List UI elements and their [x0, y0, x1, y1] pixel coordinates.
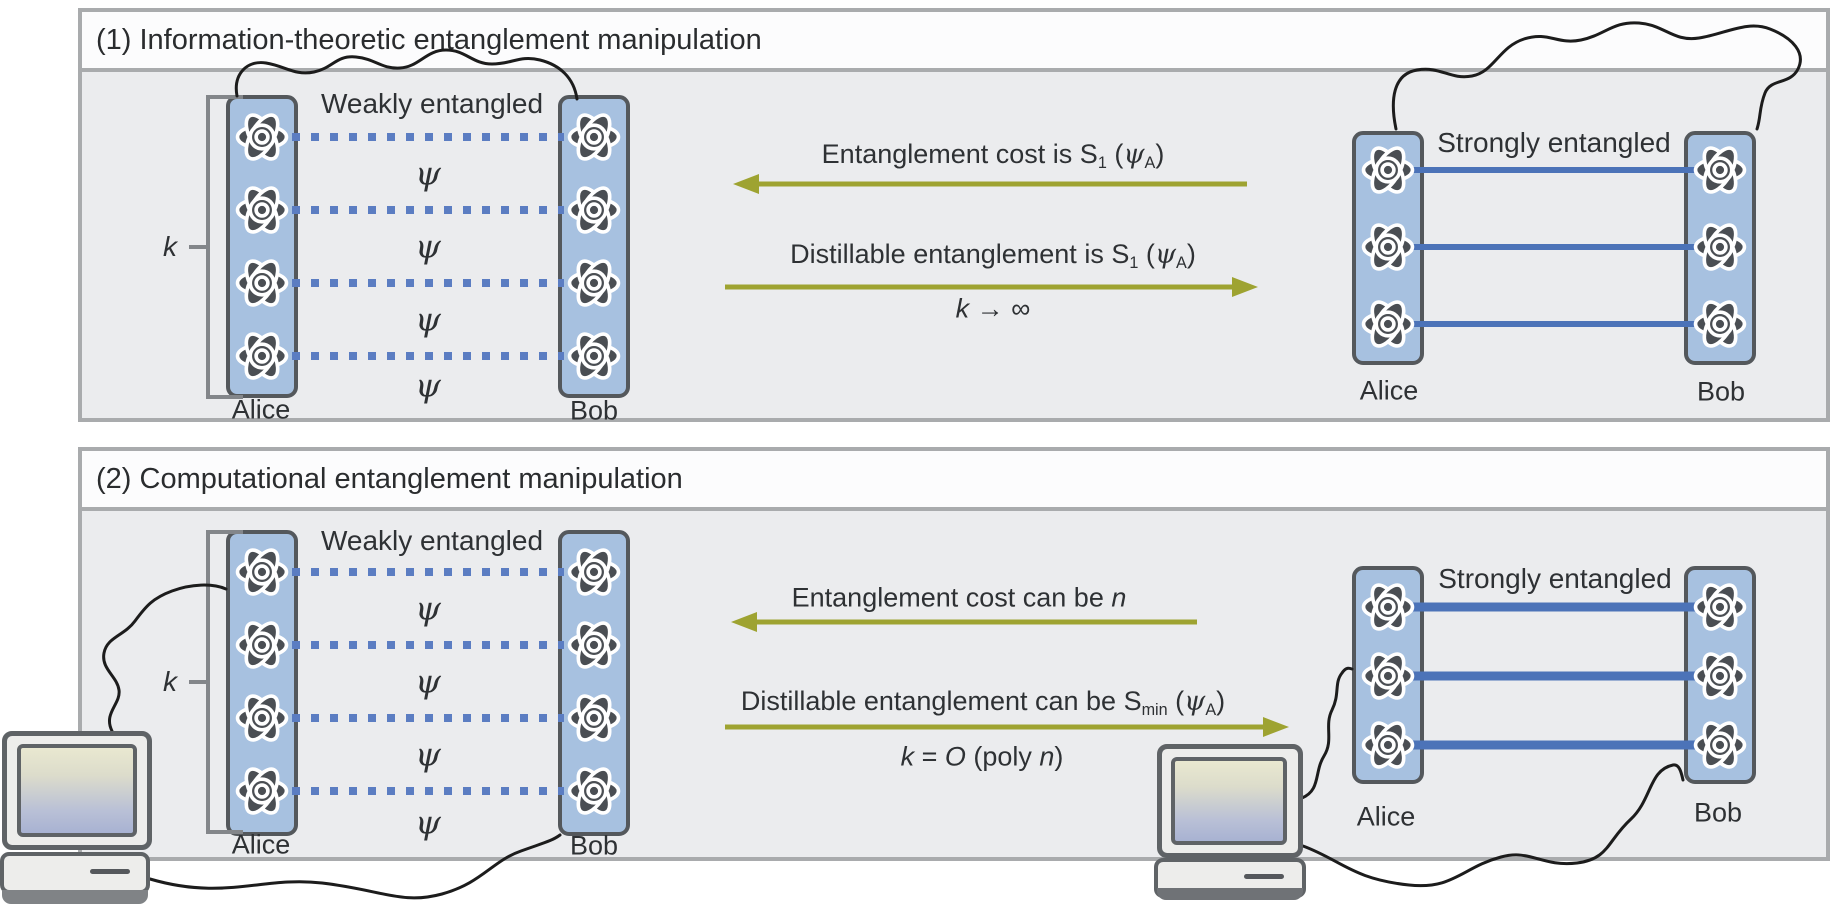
- p2-cost-label: Entanglement cost can be n: [791, 582, 1127, 613]
- p2-psi-2: ψ: [415, 661, 441, 701]
- p1-psi-4: ψ: [415, 365, 441, 405]
- p2-psi-1: ψ: [415, 588, 441, 628]
- p1-strong-alice-label: Alice: [1359, 375, 1419, 406]
- p2-weak-bob-label: Bob: [569, 830, 619, 861]
- p1-strong-alice-register: [1352, 131, 1424, 365]
- p1-strong-caption: Strongly entangled: [1437, 127, 1671, 158]
- p2-psi-3: ψ: [415, 734, 441, 774]
- p2-strong-alice-label: Alice: [1356, 801, 1416, 832]
- panel2-title: (2) Computational entanglement manipulat…: [96, 462, 683, 495]
- p2-psi-4: ψ: [415, 802, 441, 842]
- p2-limit-label: k = O (poly n): [900, 741, 1064, 772]
- p1-weak-alice-label: Alice: [231, 394, 291, 425]
- p1-cost-label: Entanglement cost is S1 (ψA): [821, 139, 1165, 172]
- p2-strong-alice-register: [1352, 566, 1424, 784]
- p1-weak-alice-register: [226, 95, 298, 398]
- computer-middle: [1154, 744, 1309, 904]
- p2-strong-bob-label: Bob: [1693, 797, 1743, 828]
- panel-information-theoretic: (1) Information-theoretic entanglement m…: [78, 8, 1830, 422]
- p1-psi-1: ψ: [415, 153, 441, 193]
- computer-left: [0, 731, 155, 909]
- p1-strong-bob-label: Bob: [1696, 376, 1746, 407]
- monitor-icon: [2, 731, 152, 850]
- p2-weak-alice-label: Alice: [231, 829, 291, 860]
- p1-strong-bob-register: [1684, 131, 1756, 365]
- p2-weak-bob-register: [558, 530, 630, 836]
- p2-weak-alice-register: [226, 530, 298, 836]
- keyboard-front: [1157, 888, 1303, 900]
- panel-computational: (2) Computational entanglement manipulat…: [78, 447, 1830, 861]
- monitor-icon: [1157, 744, 1303, 858]
- panel1-title: (1) Information-theoretic entanglement m…: [96, 23, 762, 56]
- screen: [1171, 757, 1287, 845]
- p2-strong-bob-register: [1684, 566, 1756, 784]
- p2-weak-caption: Weakly entangled: [320, 525, 544, 556]
- p1-psi-3: ψ: [415, 299, 441, 339]
- p1-limit-label: k → ∞: [955, 293, 1031, 324]
- p2-k-label: k: [163, 666, 177, 697]
- p1-psi-2: ψ: [415, 226, 441, 266]
- screen: [17, 744, 137, 837]
- p1-k-label: k: [163, 231, 177, 262]
- p2-strong-caption: Strongly entangled: [1438, 563, 1672, 594]
- keyboard-slot: [1244, 874, 1284, 879]
- keyboard: [0, 852, 150, 894]
- panel1-title-bar: (1) Information-theoretic entanglement m…: [82, 12, 1826, 72]
- keyboard-front: [2, 890, 148, 904]
- p2-distill-label: Distillable entanglement can be Smin (ψA…: [740, 686, 1226, 719]
- p1-distill-label: Distillable entanglement is S1 (ψA): [790, 239, 1196, 272]
- p1-weak-bob-label: Bob: [569, 395, 619, 426]
- panel2-title-bar: (2) Computational entanglement manipulat…: [82, 451, 1826, 511]
- keyboard-slot: [90, 869, 130, 874]
- p1-weak-caption: Weakly entangled: [320, 88, 544, 119]
- p1-weak-bob-register: [558, 95, 630, 398]
